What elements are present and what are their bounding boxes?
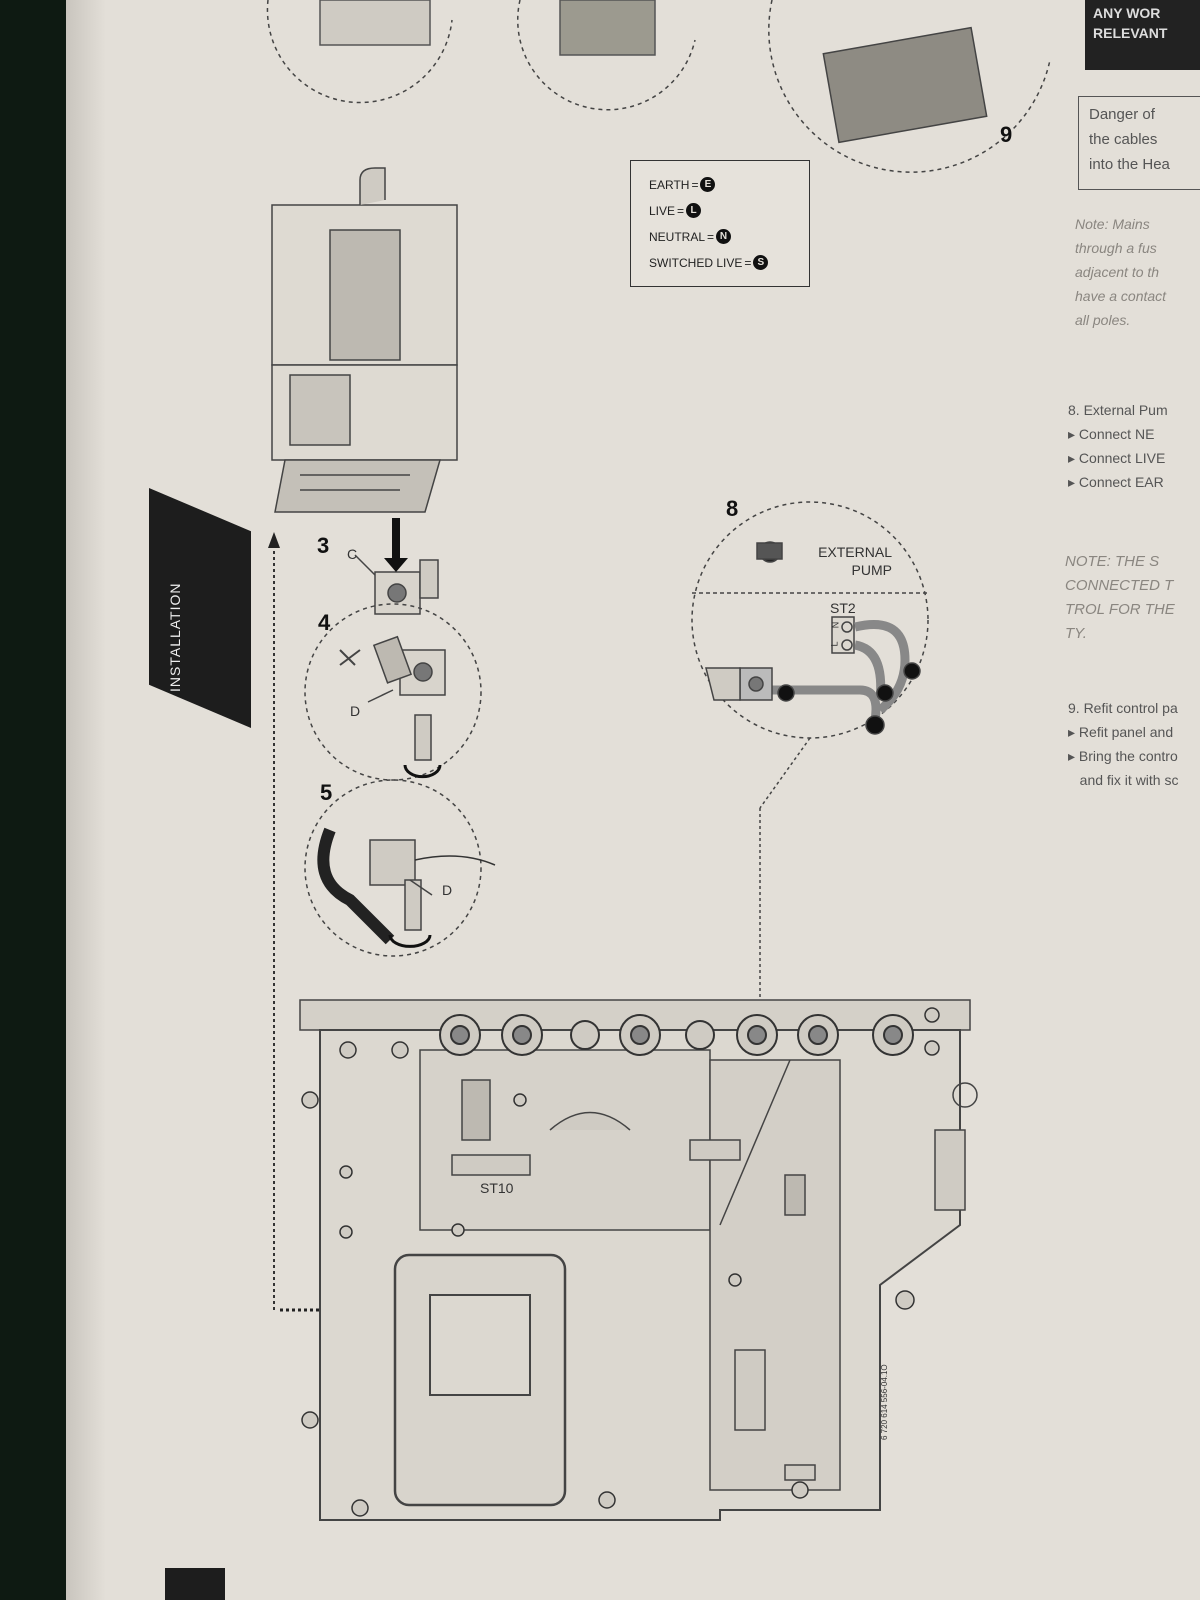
caps-note-line: NOTE: THE S	[1065, 553, 1160, 570]
legend-earth: EARTH = E	[649, 177, 716, 192]
section-tab	[149, 488, 251, 728]
legend-switched-live-label: SWITCHED LIVE	[649, 255, 743, 270]
callout-d-lower: D	[442, 882, 453, 898]
step-number-4: 4	[318, 610, 331, 635]
step-9-item: ▸ Refit panel and	[1068, 724, 1174, 740]
warning-banner-line1: ANY WOR	[1093, 5, 1161, 21]
warning-banner: ANY WOR RELEVANT	[1085, 0, 1200, 70]
warning-banner-line2: RELEVANT	[1093, 25, 1168, 41]
next-section-tab	[165, 1568, 225, 1600]
st2-terminal-l: L	[829, 641, 840, 647]
step-9-instructions: 9. Refit control pa ▸ Refit panel and ▸ …	[1068, 696, 1200, 792]
step-8-item: ▸ Connect NE	[1068, 426, 1155, 442]
caps-note: NOTE: THE S CONNECTED T TROL FOR THE TY.	[1065, 550, 1200, 646]
section-tab-label: INSTALLATION	[167, 582, 183, 692]
step-8-title: 8. External Pum	[1068, 402, 1168, 418]
wiring-legend: EARTH = E LIVE = L NEUTRAL = N SWITCHED …	[630, 160, 810, 287]
live-symbol-icon: L	[686, 203, 702, 218]
step-number-8: 8	[726, 496, 739, 521]
legend-live-label: LIVE	[649, 203, 676, 218]
step-9-item: ▸ Bring the contro	[1068, 748, 1178, 764]
st10-terminal-label: ST10	[480, 1180, 514, 1196]
mains-note: Note: Mains through a fus adjacent to th…	[1075, 212, 1200, 332]
legend-switched-live: SWITCHED LIVE = S	[649, 255, 769, 270]
neutral-symbol-icon: N	[716, 229, 732, 244]
step-8-instructions: 8. External Pum ▸ Connect NE ▸ Connect L…	[1068, 398, 1200, 494]
external-pump-label-line2: PUMP	[851, 562, 892, 578]
note-line: have a contact	[1075, 288, 1167, 304]
legend-earth-label: EARTH	[649, 177, 690, 192]
switched-live-symbol-icon: S	[753, 255, 769, 270]
caps-note-line: TROL FOR THE	[1065, 601, 1175, 618]
legend-neutral-label: NEUTRAL	[649, 229, 706, 244]
note-line: Note: Mains	[1075, 216, 1150, 232]
danger-line: into the Hea	[1089, 156, 1170, 173]
note-line: all poles.	[1075, 312, 1131, 328]
part-code: 6 720 614 556-04.1O	[880, 1364, 889, 1440]
step-9-item: and fix it with sc	[1079, 772, 1179, 788]
external-pump-label-line1: EXTERNAL	[818, 544, 892, 560]
earth-symbol-icon: E	[700, 177, 716, 192]
step-number-5: 5	[320, 780, 333, 805]
caps-note-line: CONNECTED T	[1065, 577, 1174, 594]
callout-c: C	[347, 546, 358, 562]
danger-box: Danger of the cables into the Hea	[1078, 96, 1200, 190]
step-8-item: ▸ Connect EAR	[1068, 474, 1164, 490]
caps-note-line: TY.	[1065, 625, 1087, 642]
note-line: through a fus	[1075, 240, 1157, 256]
note-line: adjacent to th	[1075, 264, 1160, 280]
danger-line: the cables	[1089, 131, 1158, 148]
st2-terminal-label: ST2	[830, 600, 856, 616]
step-number-9: 9	[1000, 122, 1013, 147]
legend-neutral: NEUTRAL = N	[649, 229, 732, 244]
callout-d: D	[350, 703, 361, 719]
st2-terminal-n: N	[830, 621, 841, 629]
step-9-title: 9. Refit control pa	[1068, 700, 1178, 716]
page-edge-shadow	[66, 0, 106, 1600]
external-pump-label: EXTERNAL PUMP	[802, 543, 892, 579]
danger-line: Danger of	[1089, 106, 1155, 123]
step-8-item: ▸ Connect LIVE	[1068, 450, 1166, 466]
legend-live: LIVE = L	[649, 203, 702, 218]
step-number-3: 3	[317, 533, 330, 558]
